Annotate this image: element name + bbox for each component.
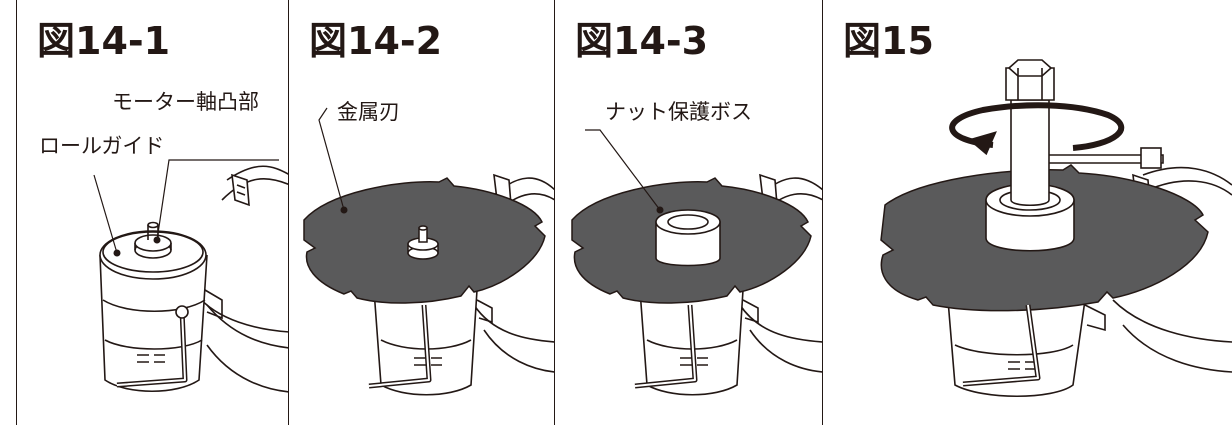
figure-14-2-illustration [303,107,554,396]
figure-15-panel: 図15 [823,0,1232,425]
nut-boss-label: ナット保護ボス [605,100,752,124]
figure-14-1-illustration [93,159,288,393]
motor-shaft-label: モーター軸凸部 [112,90,259,114]
figure-title: 図15 [843,19,934,63]
figure-title: 図14-2 [309,19,443,63]
figure-15-illustration [880,59,1232,398]
figure-14-3-panel: 図14-3 ナット保護ボス [555,0,823,425]
figure-14-1-panel: 図14-1 [16,0,289,425]
metal-blade-label: 金属刃 [337,100,400,124]
figure-title: 図14-3 [575,19,709,63]
figure-14-3-illustration [571,129,822,396]
figure-14-2-panel: 図14-2 金属 [289,0,555,425]
roll-guide-label: ロールガイド [39,134,165,158]
figure-title: 図14-1 [37,19,171,63]
